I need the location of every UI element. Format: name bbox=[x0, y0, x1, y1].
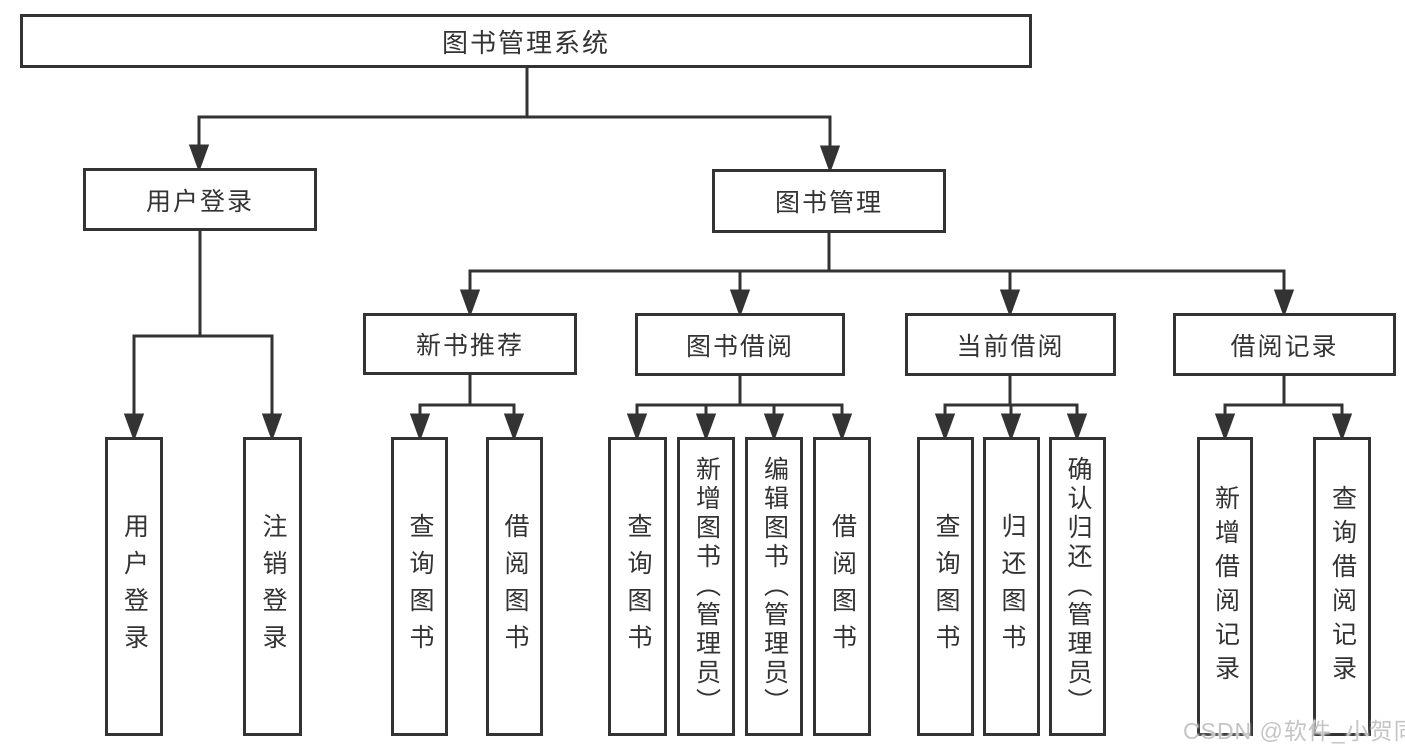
node-book-borrow: 图书借阅 bbox=[635, 313, 845, 376]
leaf-cb-return-books: 归还图书 bbox=[983, 437, 1040, 736]
leaf-user-login: 用户登录 bbox=[105, 437, 163, 736]
node-current-borrow-label: 当前借阅 bbox=[956, 332, 1065, 361]
node-user-login-label: 用户登录 bbox=[145, 187, 254, 216]
node-new-book-recommend: 新书推荐 bbox=[363, 313, 577, 375]
leaf-cb-query-books-label: 查询图书 bbox=[932, 512, 960, 661]
leaf-cb-return-books-label: 归还图书 bbox=[998, 512, 1026, 661]
leaf-bb-query-books: 查询图书 bbox=[608, 437, 667, 736]
node-root-label: 图书管理系统 bbox=[441, 27, 610, 58]
leaf-nbr-query-books-label: 查询图书 bbox=[406, 512, 434, 661]
leaf-br-add-record-label: 新增借阅记录 bbox=[1211, 484, 1240, 689]
leaf-br-query-record: 查询借阅记录 bbox=[1313, 437, 1371, 736]
leaf-bb-edit-books-admin: 编辑图书（管理员） bbox=[745, 437, 803, 736]
node-user-login: 用户登录 bbox=[83, 168, 317, 231]
leaf-br-add-record: 新增借阅记录 bbox=[1197, 437, 1253, 736]
node-book-borrow-label: 图书借阅 bbox=[685, 332, 794, 361]
leaf-logout-label: 注销登录 bbox=[259, 512, 287, 661]
leaf-user-login-label: 用户登录 bbox=[120, 512, 149, 661]
leaf-logout: 注销登录 bbox=[243, 437, 302, 736]
csdn-watermark: CSDN @软件_小贺同学 bbox=[1183, 718, 1405, 744]
node-book-management-label: 图书管理 bbox=[774, 189, 883, 217]
node-current-borrow: 当前借阅 bbox=[905, 313, 1116, 376]
leaf-br-query-record-label: 查询借阅记录 bbox=[1328, 484, 1357, 689]
leaf-bb-borrow-books-label: 借阅图书 bbox=[828, 512, 857, 661]
leaf-nbr-borrow-books-label: 借阅图书 bbox=[501, 512, 529, 661]
node-borrow-records-label: 借阅记录 bbox=[1230, 332, 1339, 361]
leaf-cb-confirm-return-admin-label: 确认归还（管理员） bbox=[1064, 456, 1092, 717]
leaf-bb-edit-books-admin-label: 编辑图书（管理员） bbox=[760, 456, 789, 717]
node-root: 图书管理系统 bbox=[20, 14, 1032, 68]
node-book-management: 图书管理 bbox=[712, 169, 946, 233]
leaf-bb-query-books-label: 查询图书 bbox=[624, 512, 652, 661]
leaf-nbr-query-books: 查询图书 bbox=[391, 437, 448, 736]
leaf-bb-borrow-books: 借阅图书 bbox=[813, 437, 871, 736]
leaf-nbr-borrow-books: 借阅图书 bbox=[486, 437, 543, 736]
leaf-bb-add-books-admin: 新增图书（管理员） bbox=[677, 437, 735, 736]
node-new-book-recommend-label: 新书推荐 bbox=[415, 332, 524, 360]
leaf-bb-add-books-admin-label: 新增图书（管理员） bbox=[692, 456, 721, 717]
leaf-cb-query-books: 查询图书 bbox=[917, 437, 974, 736]
node-borrow-records: 借阅记录 bbox=[1173, 313, 1396, 376]
leaf-cb-confirm-return-admin: 确认归还（管理员） bbox=[1049, 437, 1106, 736]
